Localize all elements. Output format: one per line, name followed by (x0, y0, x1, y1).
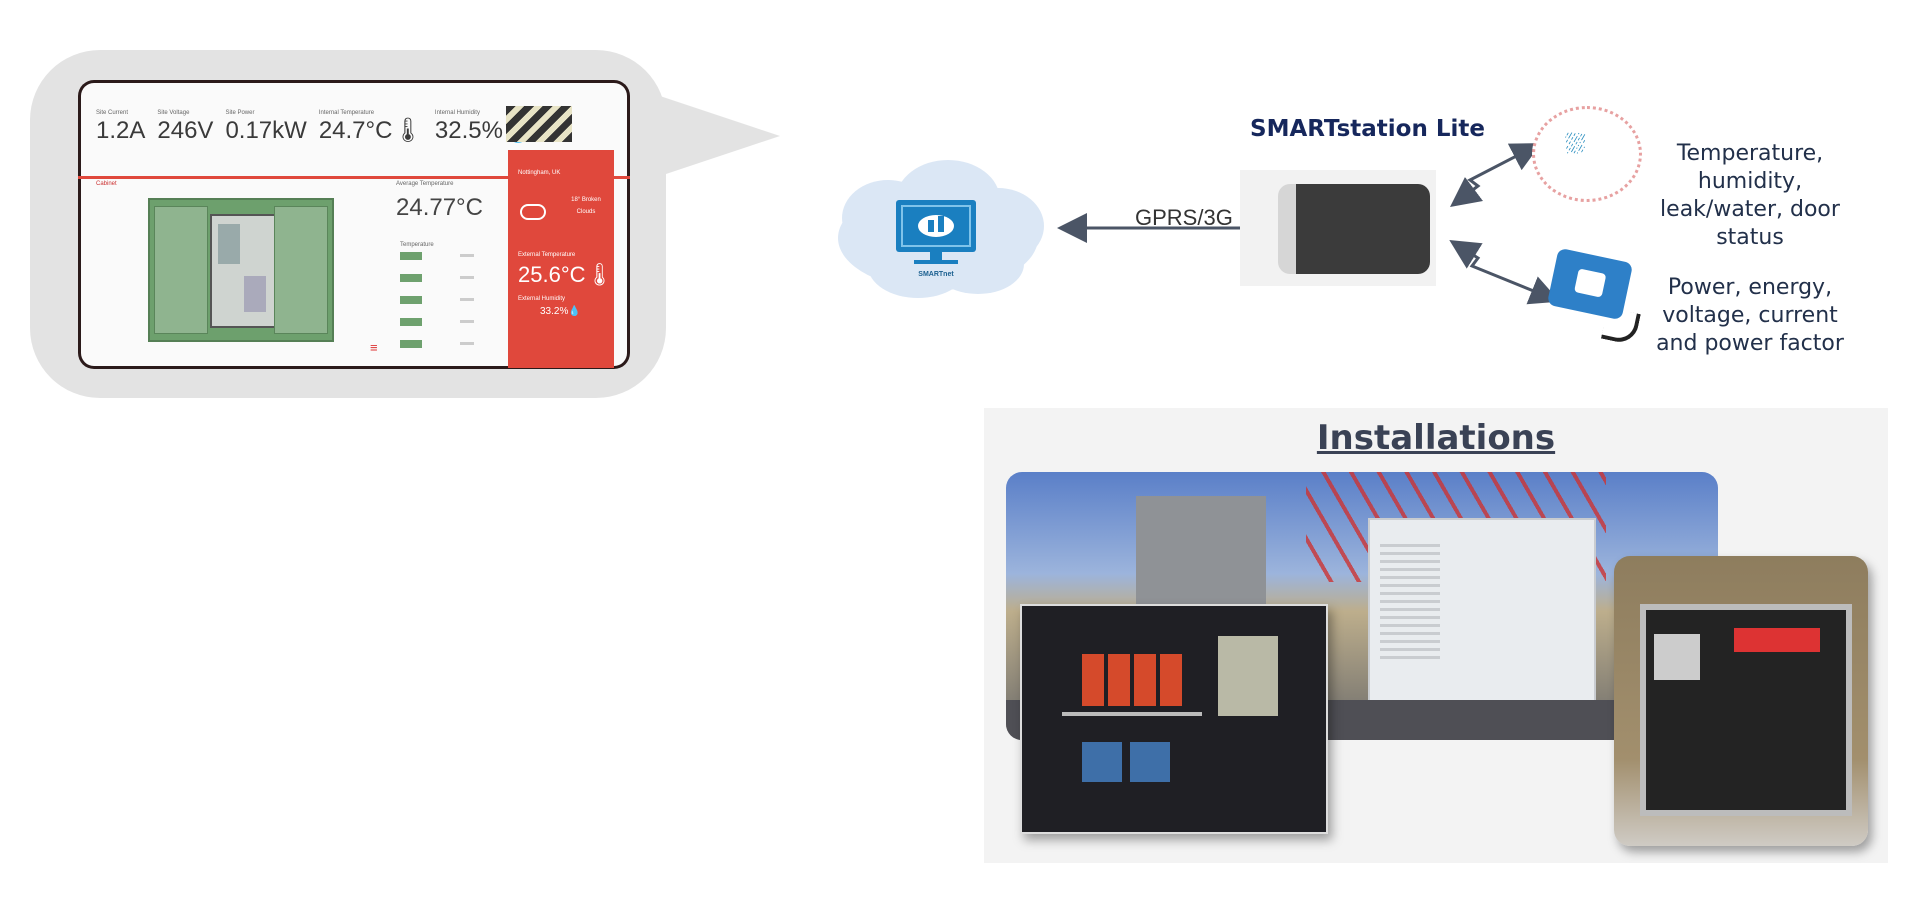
metric-label: Internal Temperature (318, 110, 375, 116)
metric-label: Site Current (96, 110, 129, 116)
battery (1082, 654, 1104, 706)
cloud-server-icon: SMARTnet (838, 160, 1044, 298)
menu-icon[interactable]: ≡ (370, 340, 378, 355)
external-temp-value: 25.6°C🌡 (518, 262, 614, 287)
device-body (1278, 184, 1430, 274)
battery (1108, 654, 1130, 706)
station-title: SMARTstation Lite (1250, 116, 1485, 142)
dashboard-screenshot: Site Current 1.2A Site Voltage 246V Site… (78, 80, 630, 369)
divider (78, 176, 630, 179)
external-temp-label: External Temperature (518, 252, 576, 258)
ups-unit (1130, 742, 1170, 782)
weather-panel: Nottingham, UK 18° Broken Clouds Externa… (508, 150, 614, 368)
weather-text: 18° Broken Clouds (571, 197, 601, 215)
cabinet-illustration (148, 198, 334, 342)
temperature-bar (400, 318, 474, 326)
hazard-stripes-icon (506, 106, 572, 142)
cabinet-door-right (274, 206, 328, 334)
metric-site-voltage: Site Voltage 246V (157, 110, 213, 144)
location-label: Nottingham, UK (518, 170, 561, 176)
shelf (1062, 712, 1202, 716)
installations-title: Installations (1316, 418, 1556, 458)
temperature-bar (400, 296, 474, 304)
temperature-bar (400, 252, 474, 260)
gprs-label: GPRS/3G (1135, 205, 1233, 230)
metrics-row: Site Current 1.2A Site Voltage 246V Site… (96, 110, 533, 144)
cabinet-door-left (154, 206, 208, 334)
installations-panel: Installations (984, 408, 1888, 863)
environment-sensor-icon: ⛆ (1532, 106, 1642, 202)
external-humidity-label: External Humidity (518, 296, 566, 302)
photo-street-cabinet (1614, 556, 1868, 846)
temperature-bars (400, 252, 474, 362)
sensor-link-arrow-bottom (1449, 240, 1560, 305)
metric-internal-temperature: Internal Temperature 24.7°C🌡 (319, 110, 423, 144)
metric-label: Site Voltage (157, 110, 190, 116)
red-device (1734, 628, 1820, 652)
cloud-label: SMARTnet (918, 271, 954, 278)
control-panel (1218, 636, 1278, 716)
cabinet-interior (210, 214, 276, 328)
cloud-icon (520, 204, 546, 220)
external-humidity-value: 33.2%💧 (540, 306, 581, 317)
speech-bubble-tail (660, 96, 780, 176)
cabinet-label: Cabinet (96, 181, 117, 187)
monitor-icon (896, 200, 976, 264)
ups-unit (1082, 742, 1122, 782)
average-temp-value: 24.77°C (396, 194, 483, 221)
metric-site-current: Site Current 1.2A (96, 110, 145, 144)
clamp-opening (1574, 268, 1607, 298)
temperature-bar (400, 340, 474, 348)
meter-device (1654, 634, 1700, 680)
battery (1134, 654, 1156, 706)
average-temp-label: Average Temperature (396, 181, 454, 187)
metric-value: 246V (157, 117, 214, 144)
metric-label: Internal Humidity (434, 110, 480, 116)
battery (1160, 654, 1182, 706)
sensor-link-arrow-top (1450, 143, 1542, 207)
metric-label: Site Power (225, 110, 255, 116)
metric-value: 1.2A (96, 117, 146, 144)
metric-value: 24.7°C🌡 (318, 117, 423, 144)
white-generator (1368, 518, 1596, 722)
photo-battery-cabinet (1020, 604, 1328, 834)
metric-value: 0.17kW (225, 117, 307, 144)
temperature-bar (400, 274, 474, 282)
environment-sensor-description: Temperature, humidity, leak/water, door … (1660, 141, 1840, 250)
temperature-label: Temperature (400, 242, 434, 248)
power-sensor-description: Power, energy, voltage, current and powe… (1656, 275, 1844, 356)
smartstation-device (1240, 170, 1436, 286)
person-water-gauge-icon: ⛆ (1565, 129, 1586, 159)
metric-site-power: Site Power 0.17kW (225, 110, 306, 144)
